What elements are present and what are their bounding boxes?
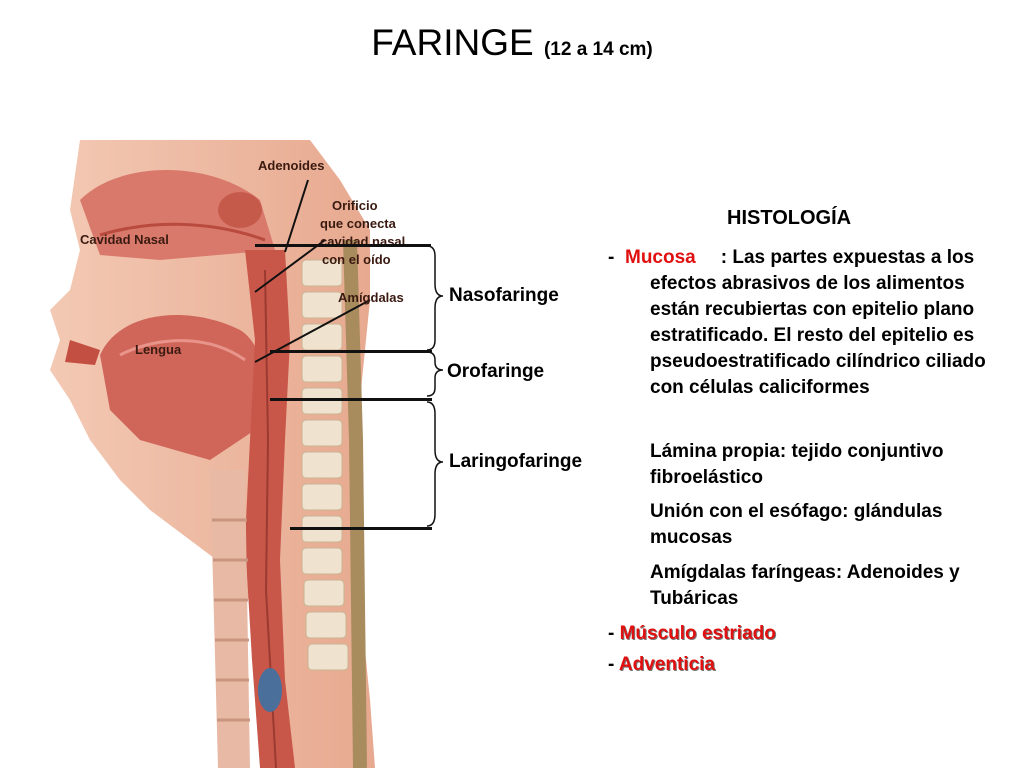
- pharynx-sagittal-section: [50, 140, 375, 769]
- divider-line-2: [270, 350, 432, 353]
- histology-adventicia: - Adventicia: [608, 652, 1008, 678]
- histology-union: Unión con el esófago: glándulas mucosas: [650, 501, 943, 548]
- region-nasofaringe: Nasofaringe: [449, 285, 559, 306]
- mucosa-description: : Las partes expuestas a los efectos abr…: [650, 247, 986, 398]
- region-brackets: [426, 245, 444, 527]
- divider-line-4: [290, 527, 432, 530]
- histology-heading: HISTOLOGÍA: [727, 207, 852, 229]
- mucosa-term: Mucosa: [625, 247, 696, 268]
- divider-line-3: [270, 398, 432, 401]
- histology-amigdalas: Amígdalas faríngeas: Adenoides y Tubáric…: [650, 562, 960, 609]
- vessel: [258, 668, 282, 712]
- tongue: [100, 315, 264, 460]
- region-laringofaringe: Laringofaringe: [449, 451, 583, 472]
- vertebral-column: [301, 259, 349, 671]
- label-orificio-2: que conecta: [320, 216, 396, 231]
- label-orificio-1: Orificio: [332, 198, 378, 213]
- larynx: [210, 470, 250, 768]
- label-amigdalas: Amígdalas: [338, 290, 404, 305]
- title-main: FARINGE: [371, 22, 534, 63]
- region-orofaringe: Orofaringe: [447, 361, 545, 382]
- histology-musculo: - Músculo estriado: [608, 621, 1008, 647]
- sinus: [218, 192, 262, 228]
- nasal-cavity: [80, 170, 275, 260]
- musculo-term: Músculo estriado: [619, 623, 776, 644]
- label-adenoides: Adenoides: [258, 158, 325, 173]
- slide-title: FARINGE (12 a 14 cm): [0, 22, 1024, 64]
- bullet-dash: -: [608, 247, 615, 268]
- adventicia-term: Adventicia: [618, 654, 715, 675]
- label-orificio-4: con el oído: [322, 252, 391, 267]
- histology-mucosa: - Mucosa Mucosa: Las partes expuestas a …: [608, 245, 1008, 401]
- anatomy-illustration: Adenoides Orificio que conecta cavidad n…: [40, 140, 440, 769]
- pharynx-tube: [245, 250, 295, 768]
- label-cavidad-nasal: Cavidad Nasal: [80, 232, 169, 247]
- bullet-dash: -: [608, 654, 615, 675]
- label-orificio-3: cavidad nasal: [320, 234, 406, 249]
- histology-lamina: Lámina propia: tejido conjuntivo fibroel…: [650, 441, 944, 488]
- divider-line-1: [255, 244, 431, 247]
- label-lengua: Lengua: [135, 342, 182, 357]
- title-subtitle: (12 a 14 cm): [543, 39, 653, 60]
- bullet-dash: -: [608, 623, 615, 644]
